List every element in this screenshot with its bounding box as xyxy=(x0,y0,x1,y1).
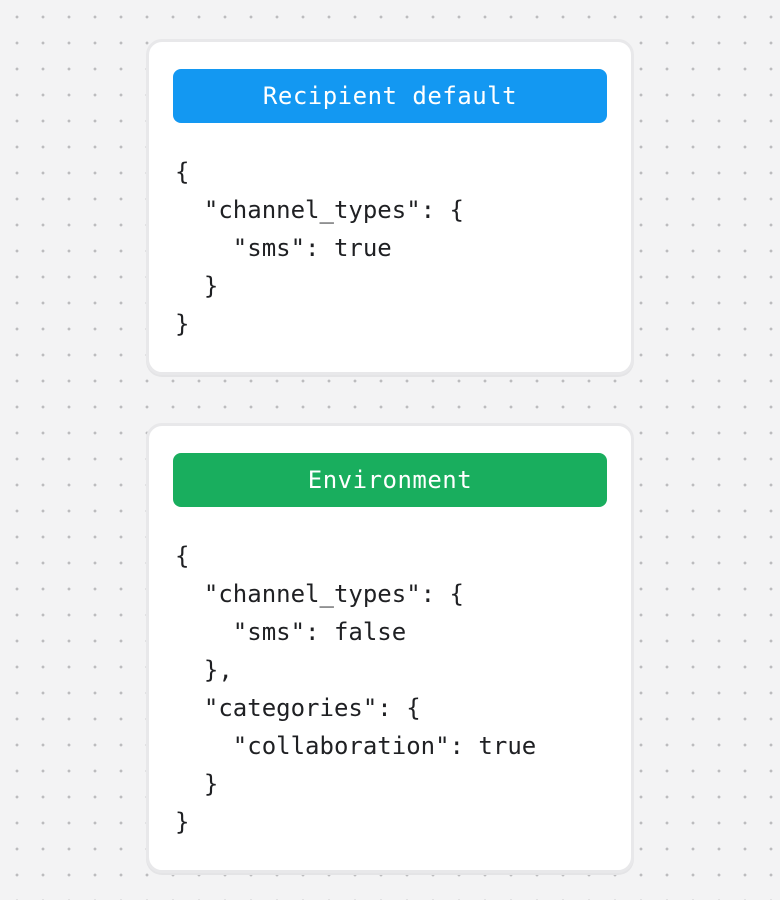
card-environment: Environment { "channel_types": { "sms": … xyxy=(146,423,634,873)
cards-stack: Recipient default { "channel_types": { "… xyxy=(146,0,634,873)
environment-json-code: { "channel_types": { "sms": false }, "ca… xyxy=(175,542,537,836)
environment-badge: Environment xyxy=(173,453,607,507)
recipient-default-json-code: { "channel_types": { "sms": true } } xyxy=(175,158,464,338)
dot-grid-background: Recipient default { "channel_types": { "… xyxy=(146,0,634,873)
card-recipient-default: Recipient default { "channel_types": { "… xyxy=(146,39,634,375)
recipient-default-badge: Recipient default xyxy=(173,69,607,123)
